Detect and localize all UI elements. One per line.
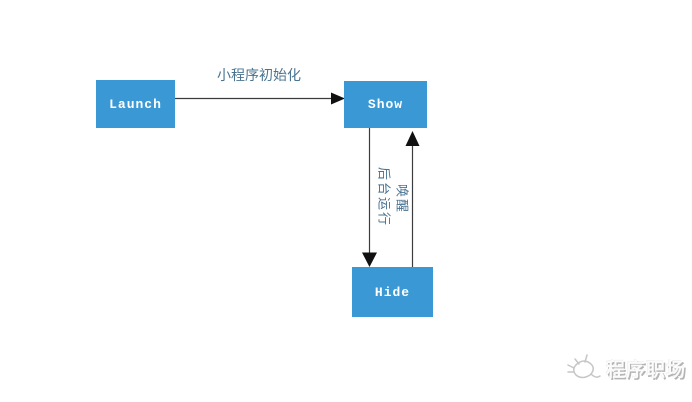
watermark: 程序职场 (566, 352, 686, 384)
arrow-hide-to-show (405, 131, 420, 267)
node-launch-label: Launch (109, 96, 162, 112)
node-launch: Launch (96, 80, 175, 128)
edge-label-wake: 唤醒 (394, 183, 410, 215)
node-show-label: Show (367, 97, 404, 112)
cat-sketch-logo-icon (567, 354, 601, 379)
node-hide: Hide (352, 267, 433, 317)
arrow-launch-to-show (175, 92, 345, 105)
edge-label-init: 小程序初始化 (217, 67, 301, 83)
node-show: Show (344, 81, 427, 128)
node-hide-label: Hide (374, 284, 411, 300)
edge-label-background-run: 后台运行 (376, 166, 392, 228)
arrow-show-to-hide (362, 128, 377, 267)
watermark-text: 程序职场 (606, 359, 687, 381)
